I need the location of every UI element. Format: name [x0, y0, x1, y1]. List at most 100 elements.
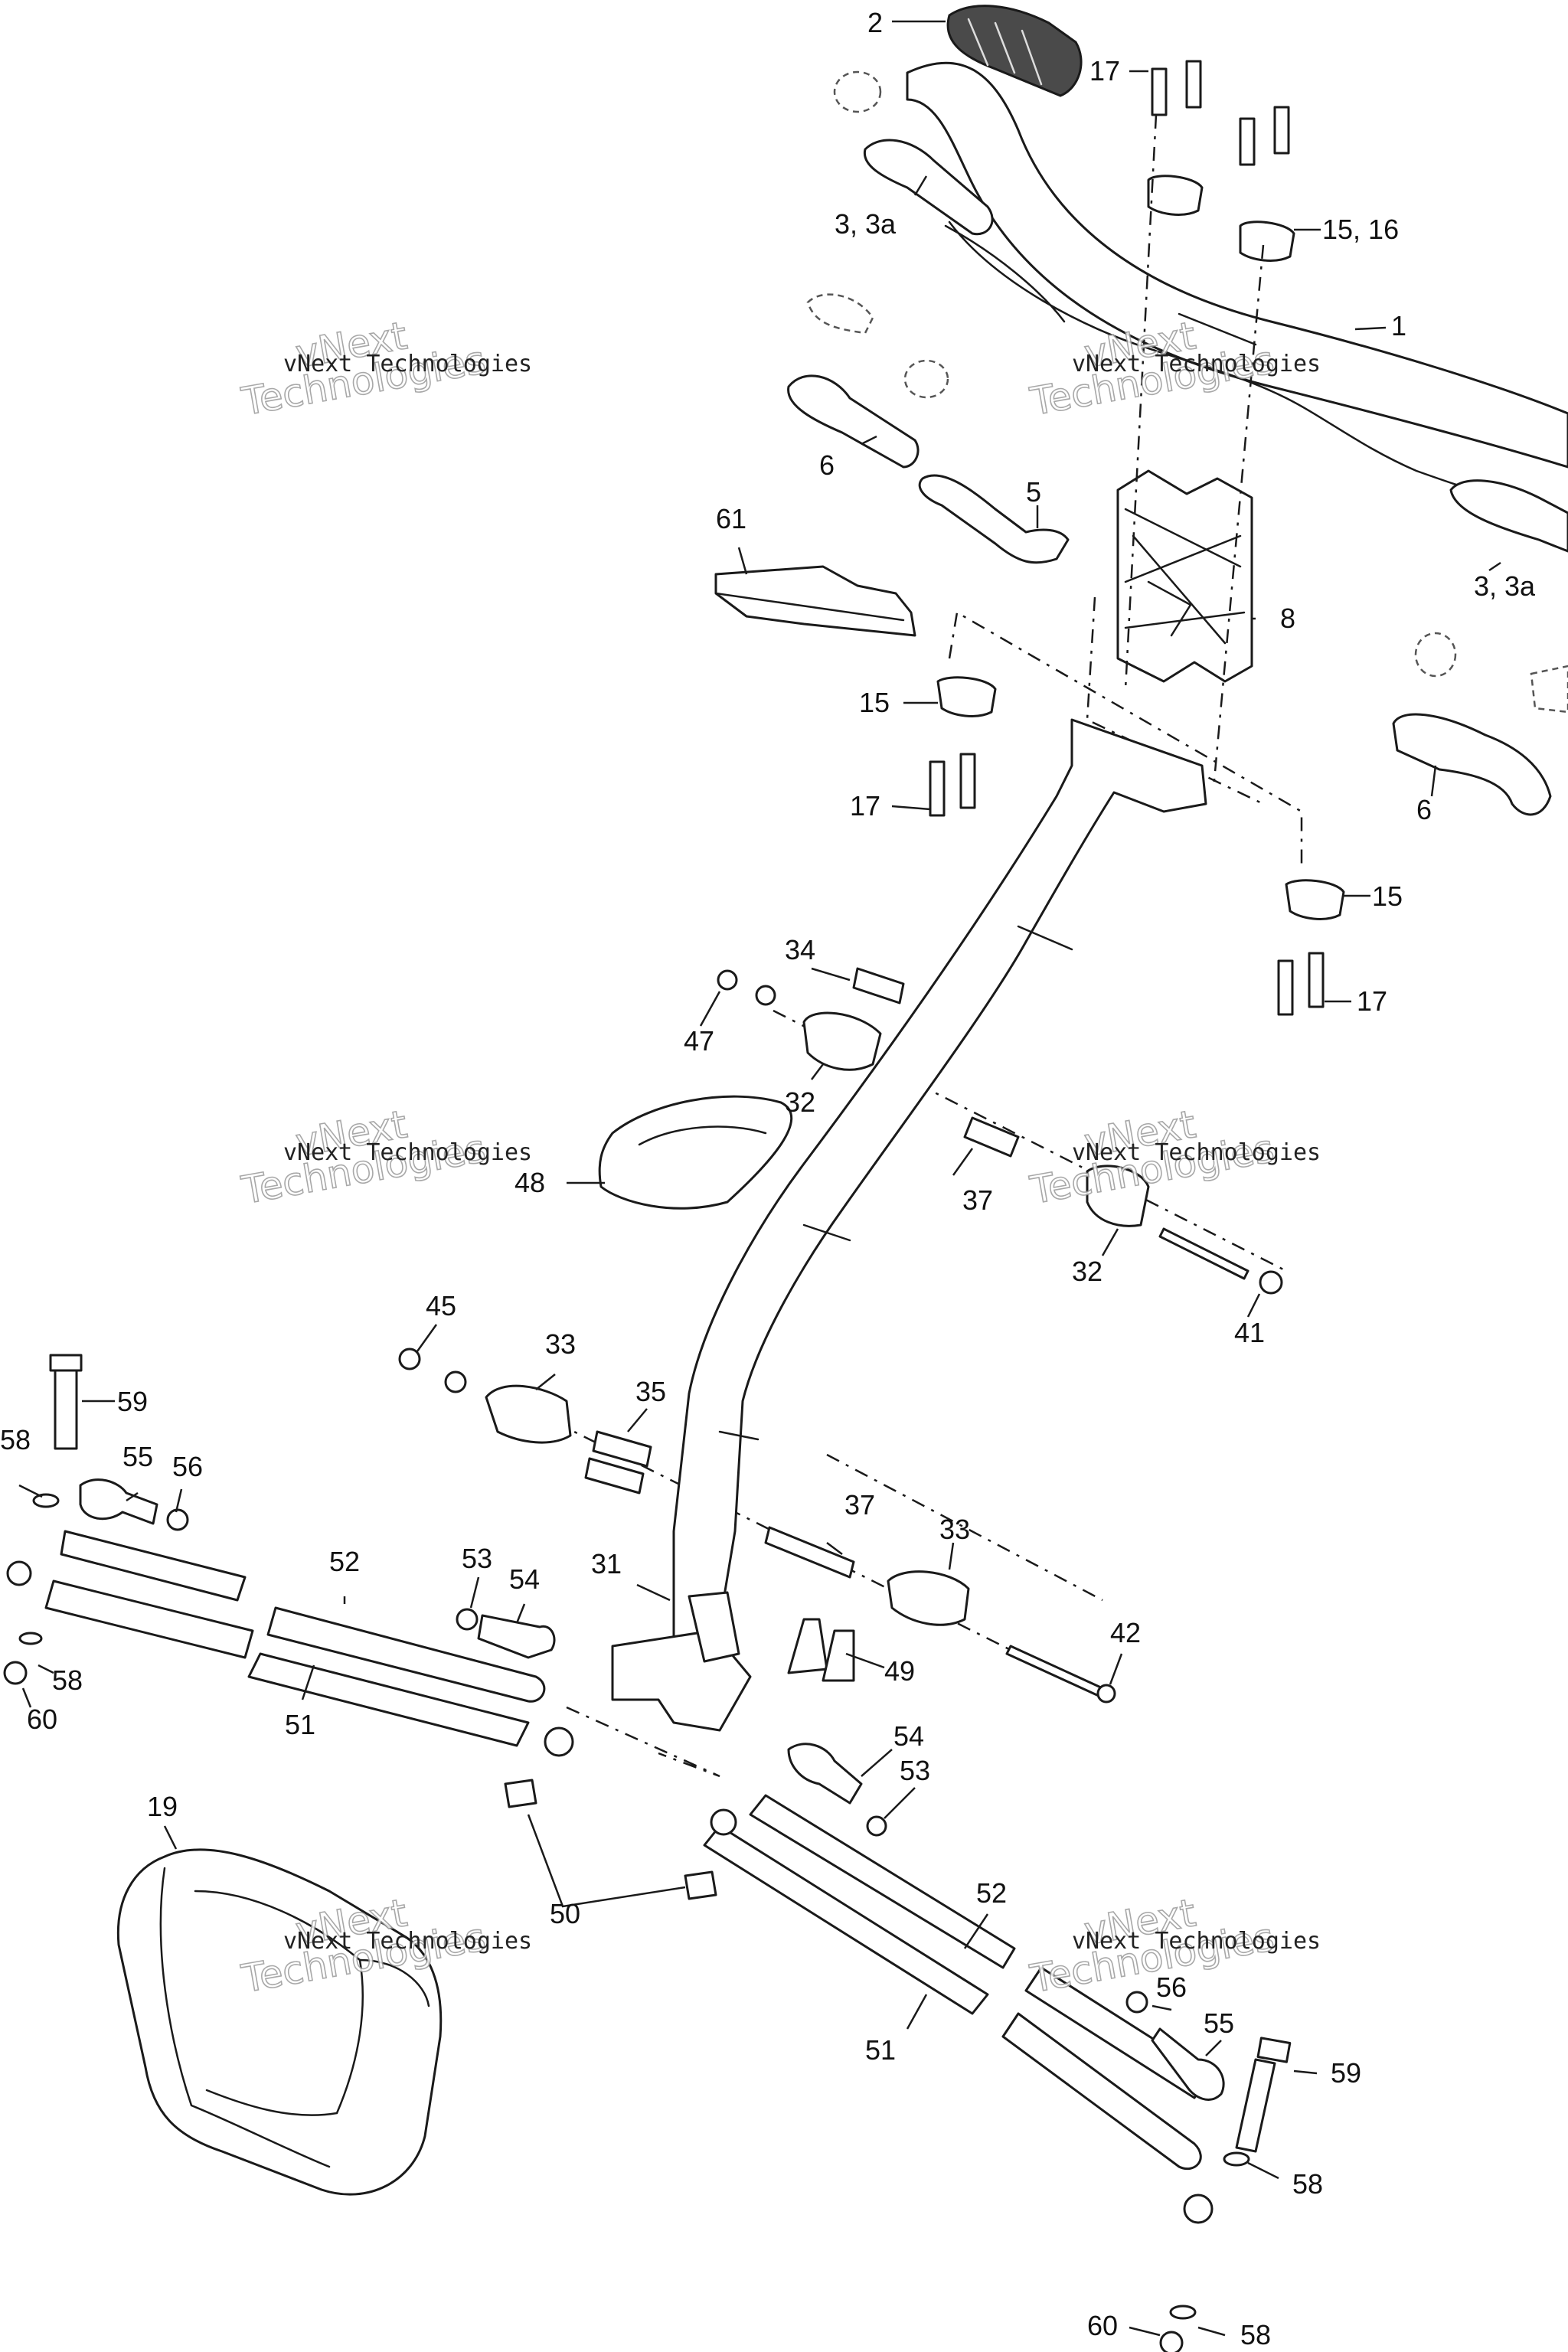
svg-text:vNext Technologies: vNext Technologies	[283, 1928, 532, 1955]
callout-55-right: 55	[1204, 2007, 1234, 2039]
washer-part-58-right	[1169, 2151, 1250, 2320]
clamp-part-32-lower	[1086, 1165, 1150, 1227]
svg-text:vNext Technologies: vNext Technologies	[283, 1139, 532, 1166]
callout-3-3a-right: 3, 3a	[1474, 570, 1536, 602]
washer-part-58-left	[18, 1493, 60, 1645]
callout-37-lower: 37	[844, 1489, 875, 1521]
callout-17-right: 17	[1357, 985, 1387, 1017]
bolt-part-59-left	[49, 1354, 83, 1450]
callout-59-left: 59	[117, 1386, 148, 1417]
plate-part-61	[714, 565, 916, 637]
callout-32-lower: 32	[1072, 1256, 1102, 1287]
callout-54-right: 54	[893, 1720, 924, 1752]
svg-text:vNext Technologies: vNext Technologies	[283, 351, 532, 377]
callout-32-upper: 32	[785, 1086, 815, 1118]
callout-56-left: 56	[172, 1451, 203, 1482]
nut-part-60-left	[3, 1661, 28, 1685]
clamp-part-33-right	[887, 1570, 970, 1626]
callout-60-left: 60	[27, 1704, 57, 1735]
callout-6-left: 6	[819, 449, 835, 481]
spacer-part-37-upper	[963, 1116, 1020, 1158]
svg-text:vNext Technologies: vNext Technologies	[1072, 1928, 1321, 1955]
steering-column-part-31	[611, 718, 1207, 1732]
alignment-lines	[497, 114, 1303, 1778]
nut-part-45	[398, 1348, 467, 1393]
handlebar-part-1	[906, 61, 1568, 514]
bolt-part-41	[1158, 1227, 1283, 1295]
callout-1: 1	[1391, 310, 1406, 341]
clamp-part-32-upper	[802, 1011, 882, 1071]
callout-6-right: 6	[1416, 794, 1432, 825]
callout-34: 34	[785, 934, 815, 965]
clamp-part-15-right	[1277, 879, 1345, 1016]
bushing-part-50	[504, 1779, 717, 1900]
callout-33-left: 33	[545, 1328, 576, 1360]
callout-17-top: 17	[1089, 55, 1120, 87]
watermark-1: vNext Technologies vNext Technologies	[237, 313, 532, 425]
tie-rod-end-part-55-right	[1125, 1991, 1225, 2101]
callout-50: 50	[550, 1898, 580, 1929]
tie-rod-end-part-54-left	[477, 1614, 556, 1659]
callout-55-left: 55	[122, 1441, 153, 1472]
cover-shroud-part-19	[116, 1848, 443, 2196]
callout-61: 61	[716, 503, 746, 534]
callout-17-left: 17	[850, 790, 880, 822]
callout-15-left: 15	[859, 687, 890, 718]
callout-labels: 2 17 3, 3a 15, 16 1 6 5 61 3, 3a 8 15 6 …	[0, 7, 1536, 2350]
callout-53-right: 53	[900, 1755, 930, 1786]
callout-5: 5	[1026, 476, 1041, 508]
callout-58-left-bottom: 58	[52, 1664, 83, 1696]
nut-part-53-right	[866, 1815, 887, 1837]
clamp-part-15-16-upper	[1147, 175, 1295, 262]
callout-8: 8	[1280, 603, 1295, 634]
callout-48: 48	[514, 1167, 545, 1198]
callout-15-16: 15, 16	[1322, 214, 1399, 245]
bushing-part-34	[852, 967, 905, 1004]
bolt-part-59-right	[1235, 2037, 1292, 2153]
tie-rod-end-part-54-right	[787, 1743, 863, 1805]
callout-33-right: 33	[939, 1514, 970, 1545]
grip-insert-part-6-right	[1392, 713, 1552, 816]
callout-19: 19	[147, 1791, 178, 1822]
callout-60-right: 60	[1087, 2310, 1118, 2341]
callout-41: 41	[1234, 1317, 1265, 1348]
clamp-part-15-left	[929, 676, 997, 817]
callout-58-right-top: 58	[1292, 2168, 1323, 2200]
grip-heater-part-3-right	[1449, 479, 1568, 553]
callout-52-left: 52	[329, 1546, 360, 1577]
leader-lines	[18, 20, 1501, 2337]
nut-part-60-right	[1159, 2331, 1184, 2352]
callout-37-upper: 37	[962, 1184, 993, 1216]
riser-block-part-8	[1116, 469, 1253, 683]
bolts-part-17-upper	[1151, 60, 1290, 166]
grip-part-2	[946, 5, 1083, 97]
tie-rod-tubes-part-51-52-left	[6, 1530, 574, 1757]
spacer-part-37-lower	[764, 1526, 855, 1579]
tie-rod-end-part-55-left	[79, 1478, 189, 1531]
callout-53-left: 53	[462, 1543, 492, 1574]
callout-54-left: 54	[509, 1563, 540, 1595]
clamp-part-33-left	[485, 1384, 572, 1444]
bolts-part-49	[787, 1618, 855, 1682]
callout-49: 49	[884, 1655, 915, 1687]
callout-51-right: 51	[865, 2034, 896, 2066]
callout-2: 2	[867, 7, 883, 38]
callout-31: 31	[591, 1548, 622, 1579]
watermark-3: vNext Technologies vNext Technologies	[237, 1102, 532, 1214]
sleeve-dotted-mid	[806, 293, 1568, 714]
grip-insert-part-6-left	[787, 374, 920, 469]
callout-3-3a-left: 3, 3a	[835, 208, 897, 240]
nut-part-47	[717, 969, 776, 1006]
bushing-part-35	[584, 1430, 652, 1494]
svg-text:vNext Technologies: vNext Technologies	[1072, 1139, 1321, 1166]
callout-52-right: 52	[976, 1877, 1007, 1909]
tie-rod-tubes-part-51-52-right	[703, 1794, 1214, 2224]
callout-58-right-bottom: 58	[1240, 2319, 1271, 2350]
bolt-part-42	[1005, 1645, 1116, 1704]
callout-56-right: 56	[1156, 1971, 1187, 2003]
callout-51-left: 51	[285, 1709, 315, 1740]
callout-58-left-top: 58	[0, 1424, 31, 1455]
sleeve-dotted-upper	[833, 70, 882, 113]
grip-heater-part-3-left	[863, 139, 1066, 323]
